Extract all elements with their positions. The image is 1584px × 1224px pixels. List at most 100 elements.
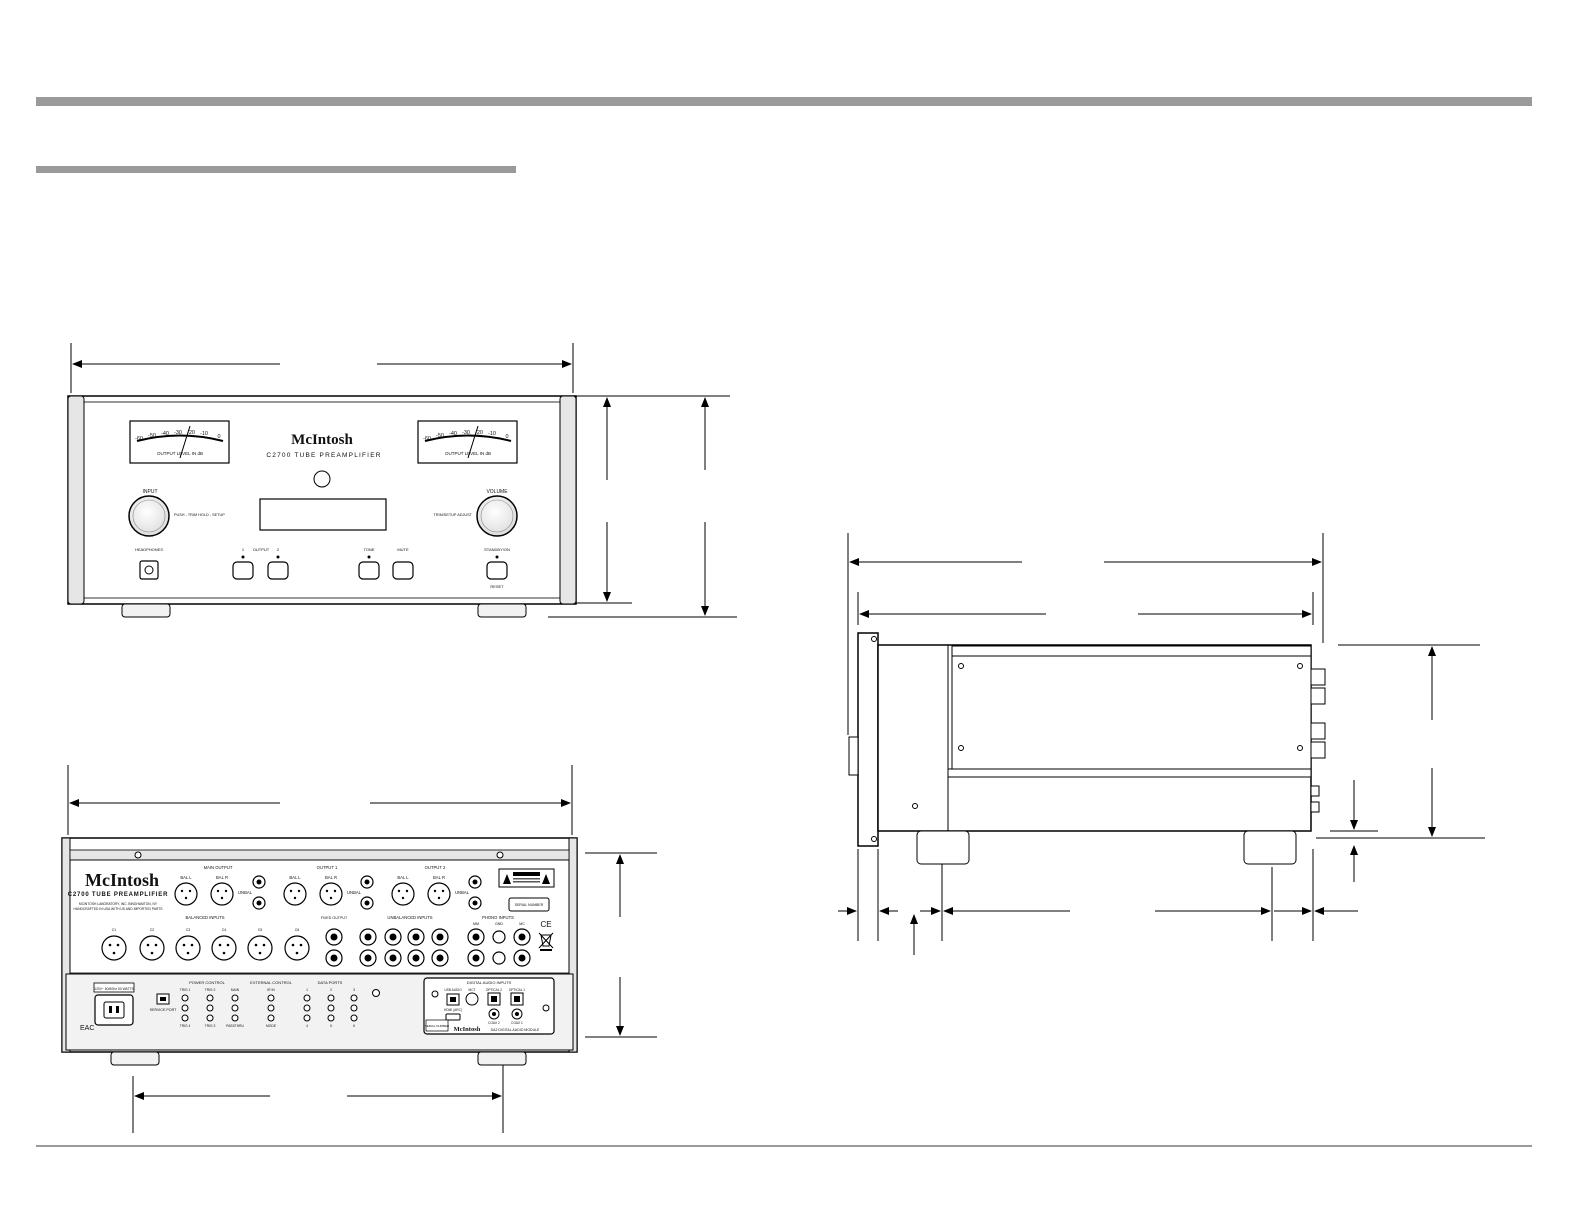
unbalanced-inputs-label: UNBALANCED INPUTS [387, 915, 432, 920]
xlr-input[interactable] [175, 935, 201, 961]
header-rule [36, 97, 1532, 106]
trigger-jack[interactable] [206, 1004, 214, 1012]
xlr-input[interactable] [247, 935, 273, 961]
output-1-led [241, 555, 245, 559]
bal-input-name: C2 [150, 928, 155, 932]
side-bottom-dimensions [838, 849, 1358, 955]
rear-height-dimension [585, 852, 657, 1038]
output-1-number: 1 [242, 547, 245, 552]
standby-button[interactable] [486, 561, 508, 580]
main-output-label: MAIN OUTPUT [204, 865, 233, 870]
service-port-label: SERVICE PORT [150, 1008, 177, 1012]
front-foot-right [477, 603, 527, 618]
trigger-jack[interactable] [231, 994, 239, 1002]
tone-button[interactable] [358, 561, 380, 580]
xlr-connector[interactable] [319, 882, 343, 906]
data-port-jack[interactable] [327, 1014, 335, 1022]
trigger-label: TRIG 3 [205, 1024, 216, 1028]
bal-r-label: BAL R [433, 875, 445, 880]
volume-knob[interactable] [476, 495, 518, 537]
data-port-jack[interactable] [350, 1014, 358, 1022]
data-port-jack[interactable] [303, 994, 311, 1002]
mute-button[interactable] [392, 561, 414, 580]
side-front-panel [857, 632, 879, 847]
front-meter-left: -60 -50 -40 -30 -20 -10 0 OUTPUT LEVEL I… [129, 420, 230, 464]
trigger-label: MAIN [231, 988, 240, 992]
xlr-input[interactable] [284, 935, 310, 961]
meter-unit-label: OUTPUT LEVEL IN dB [445, 451, 491, 456]
mct-label: MCT [469, 988, 476, 992]
mct-port[interactable] [465, 992, 479, 1006]
hdmi-arc-port[interactable] [445, 1013, 461, 1021]
trigger-jack[interactable] [231, 1014, 239, 1022]
control-jack[interactable] [267, 1004, 275, 1012]
side-foot-rear [1243, 830, 1297, 865]
volume-knob-label: VOLUME [486, 489, 508, 495]
data-port-jack[interactable] [327, 994, 335, 1002]
xlr-connector[interactable] [427, 882, 451, 906]
serial-plate [508, 897, 550, 912]
tone-led [367, 555, 371, 559]
phono-gnd-label: GND [495, 922, 503, 926]
meter-tick: -10 [488, 431, 496, 437]
bal-input-name: C5 [258, 928, 263, 932]
side-depth-dimensions [847, 533, 1324, 735]
meter-tick: -60 [423, 436, 431, 442]
xlr-connector[interactable] [174, 882, 198, 906]
xlr-connector[interactable] [391, 882, 415, 906]
rear-foot-left [110, 1051, 160, 1066]
ground-post[interactable] [492, 930, 506, 944]
meter-tick: -20 [475, 430, 483, 436]
trigger-label: TRIG 2 [205, 988, 216, 992]
front-right-handle [559, 395, 577, 605]
data-port-jack[interactable] [303, 1004, 311, 1012]
xlr-input[interactable] [139, 935, 165, 961]
data-port-jack[interactable] [303, 1014, 311, 1022]
screw [372, 989, 380, 997]
trigger-jack[interactable] [206, 994, 214, 1002]
data-port-number: 2 [330, 988, 332, 992]
side-foot-front [916, 830, 970, 865]
volume-knob-note: TRIM/SETUP ADJUST [433, 513, 472, 517]
control-jack[interactable] [267, 994, 275, 1002]
front-left-handle [67, 395, 85, 605]
trigger-jack[interactable] [231, 1004, 239, 1012]
meter-tick: -20 [187, 430, 195, 436]
meter-tick: -10 [200, 431, 208, 437]
coax-2-label: COAX 2 [488, 1021, 500, 1025]
data-port-jack[interactable] [350, 994, 358, 1002]
meter-tick: -30 [174, 430, 182, 436]
meter-tick: -50 [148, 433, 156, 439]
rear-feet-spacing-dimension [132, 1065, 504, 1133]
side-view [838, 533, 1485, 955]
front-meter-right: -60 -50 -40 -30 -20 -10 0 OUTPUT LEVEL I… [417, 420, 518, 464]
trigger-jack[interactable] [181, 1014, 189, 1022]
trigger-jack[interactable] [181, 1004, 189, 1012]
trigger-jack[interactable] [206, 1014, 214, 1022]
meter-unit-label: OUTPUT LEVEL IN dB [157, 451, 203, 456]
mode-label: MODE [266, 1024, 277, 1028]
xlr-connector[interactable] [210, 882, 234, 906]
power-control-label: POWER CONTROL [189, 980, 226, 985]
meter-tick: -30 [462, 430, 470, 436]
xlr-connector[interactable] [283, 882, 307, 906]
rear-width-dimension [67, 765, 573, 835]
output-2-button[interactable] [267, 561, 289, 580]
data-port-jack[interactable] [327, 1004, 335, 1012]
data-port-number: 5 [330, 1024, 332, 1028]
xlr-input[interactable] [101, 935, 127, 961]
front-view: -60 -50 -40 -30 -20 -10 0 OUTPUT LEVEL I… [67, 343, 737, 618]
xlr-input[interactable] [211, 935, 237, 961]
data-ports-label: DATA PORTS [318, 980, 343, 985]
standby-led [495, 555, 499, 559]
control-jack[interactable] [267, 1014, 275, 1022]
trigger-jack[interactable] [181, 994, 189, 1002]
ground-post[interactable] [492, 951, 506, 965]
output-1-button[interactable] [232, 561, 254, 580]
external-control-label: EXTERNAL CONTROL [250, 980, 292, 985]
rear-manufacturer: MCINTOSH LABORATORY, INC. BINGHAMTON, NY [79, 902, 158, 906]
trigger-label: PASSTHRU [226, 1024, 244, 1028]
input-knob[interactable] [128, 495, 170, 537]
data-port-jack[interactable] [350, 1004, 358, 1012]
bal-l-label: BAL L [289, 875, 301, 880]
